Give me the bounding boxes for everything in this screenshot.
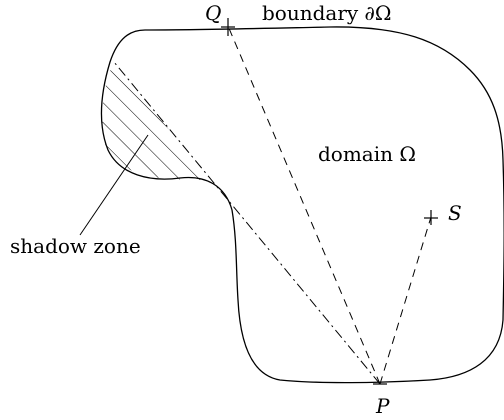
tangent-line bbox=[113, 61, 381, 385]
dashed-line-p-to-q bbox=[227, 25, 381, 385]
point-q-marker bbox=[221, 18, 235, 36]
label-q: Q bbox=[205, 1, 221, 25]
label-domain: domain Ω bbox=[318, 142, 416, 166]
label-shadow-zone: shadow zone bbox=[10, 234, 141, 258]
label-boundary: boundary ∂Ω bbox=[262, 1, 391, 25]
shadow-zone-leader bbox=[79, 134, 149, 236]
label-p: P bbox=[375, 394, 390, 418]
shadow-zone-region bbox=[102, 62, 210, 180]
dashed-line-p-to-s bbox=[379, 216, 432, 385]
point-s-marker bbox=[424, 210, 438, 225]
label-s: S bbox=[448, 201, 462, 225]
domain-boundary bbox=[100, 26, 504, 384]
